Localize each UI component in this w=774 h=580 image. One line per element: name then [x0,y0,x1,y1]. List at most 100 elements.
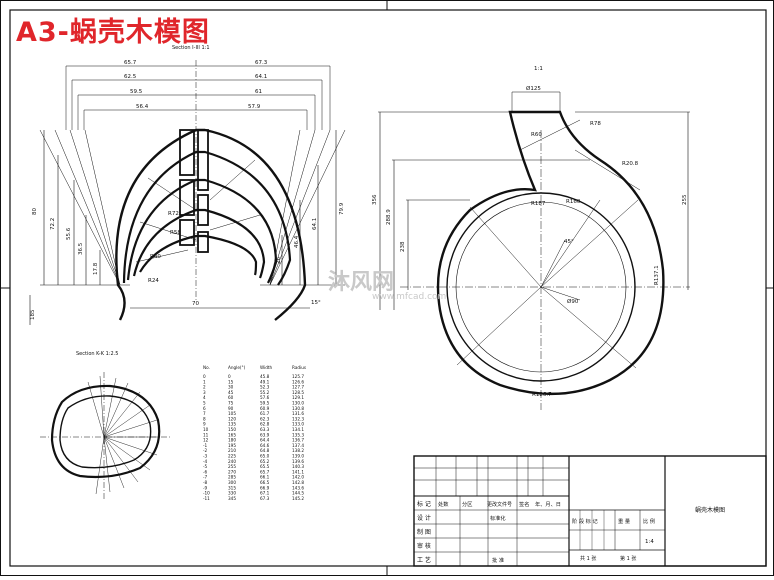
tb-header-2: 分区 [462,500,472,508]
table-cell: 59.5 [260,401,270,406]
dim-r-4: R24 [148,278,159,284]
tb-sheet-total: 共 1 张 [580,555,596,562]
dim-left-bottom: 185 [30,309,36,320]
table-cell: 125.7 [292,374,304,379]
dim-r-outer: R187 [531,201,546,207]
table-cell: 0 [203,374,206,379]
table-header-cell: No. [203,365,210,370]
tb-weight: 重 量 [618,517,630,525]
tb-scale-label: 比 例 [643,517,655,525]
table-cell: -5 [203,464,208,469]
dim-top-r3: 61 [255,89,262,95]
table-cell: 225 [228,454,236,459]
dim-hr-4: 26 [276,257,282,264]
table-cell: 300 [228,480,236,485]
title-block [413,455,767,567]
right-volute-view [378,91,690,410]
dim-r-3: R40 [150,254,161,260]
table-cell: 134.1 [292,427,304,432]
tb-approve: 批 准 [492,556,504,564]
table-cell: 165 [228,432,236,437]
table-cell: 3 [203,390,206,395]
table-cell: 330 [228,491,236,496]
table-cell: 52.3 [260,385,270,390]
table-cell: 63.9 [260,432,270,437]
dim-top-2: 62.5 [124,74,137,80]
tb-label-design: 设 计 [417,514,431,522]
table-cell: 5 [203,401,206,406]
left-section-view: Section I-III 1:1 [29,45,346,325]
tb-stage: 阶 段 标 记 [572,517,598,525]
table-cell: 65.0 [260,454,270,459]
table-cell: 210 [228,448,236,453]
table-cell: 255 [228,464,236,469]
table-cell: 139.0 [292,454,304,459]
dim-right-h2: 288.9 [386,209,392,225]
table-cell: 126.6 [292,379,304,384]
table-cell: 105 [228,411,236,416]
table-cell: 61.7 [260,411,270,416]
table-cell: 15 [228,379,234,384]
table-cell: -10 [203,491,210,496]
table-cell: 144.5 [292,491,304,496]
table-cell: 129.1 [292,395,304,400]
right-dimension-texts: 1:1 Ø125 356 288.9 238 255 R187 R160 Ø90… [372,66,688,398]
table-cell: 139.6 [292,459,304,464]
table-cell: 130.8 [292,406,304,411]
tb-drawing-name: 蜗壳木模图 [695,506,725,514]
table-cell: 150 [228,427,236,432]
table-cell: 6 [203,406,206,411]
table-cell: 60 [228,395,234,400]
table-cell: 132.3 [292,416,304,421]
tb-standardize: 标准化 [490,514,506,522]
tb-sheet-num: 第 1 张 [620,555,636,562]
table-cell: 8 [203,416,206,421]
dim-s2: R78 [590,121,601,127]
table-cell: -2 [203,448,208,453]
table-cell: 120 [228,416,236,421]
dim-side-r: R137.1 [654,265,660,285]
dim-throat: Ø125 [526,85,541,92]
dim-h-3: 55.6 [66,227,72,240]
page-title: A3-蜗壳木模图 [16,17,210,48]
table-cell: 136.7 [292,438,304,443]
tb-label-mark: 标 记 [417,500,431,508]
dim-right-h3: 238 [400,241,406,252]
table-cell: 49.1 [260,379,270,384]
table-cell: -6 [203,469,208,474]
table-cell: 145.2 [292,496,304,501]
tb-scale: 1:4 [645,539,654,545]
dim-r-inner: R160 [566,199,581,205]
dim-hr-1: 79.9 [339,202,345,215]
table-cell: 140.3 [292,464,304,469]
table-cell: 67.3 [260,496,270,501]
table-cell: 10 [203,427,209,432]
table-cell: 135 [228,422,236,427]
dim-top-r2: 64.1 [255,74,267,80]
table-cell: -9 [203,485,208,490]
table-cell: 66.1 [260,475,270,480]
watermark-url: www.mfcad.com [372,292,447,302]
table-cell: 131.6 [292,411,304,416]
table-cell: 90 [228,406,234,411]
table-cell: 240 [228,459,236,464]
dim-angle: 15° [311,300,321,306]
dim-h-5: 17.8 [93,262,99,275]
table-cell: 64.8 [260,448,270,453]
table-cell: 64.6 [260,443,270,448]
tb-header-3: 更改文件号 [487,501,512,508]
table-cell: 128.5 [292,390,304,395]
table-header-cell: Radius [292,365,306,370]
left-section-label: Section I-III 1:1 [172,45,210,51]
table-cell: -3 [203,454,208,459]
table-cell: -8 [203,480,208,485]
table-cell: -1 [203,443,208,448]
table-cell: 135.3 [292,432,304,437]
table-cell: 57.6 [260,395,270,400]
dim-right-h4: 255 [682,194,688,205]
table-cell: 137.4 [292,443,304,448]
table-cell: 66.5 [260,480,270,485]
dim-center-dia: Ø90 [567,298,579,305]
table-cell: 141.1 [292,469,304,474]
